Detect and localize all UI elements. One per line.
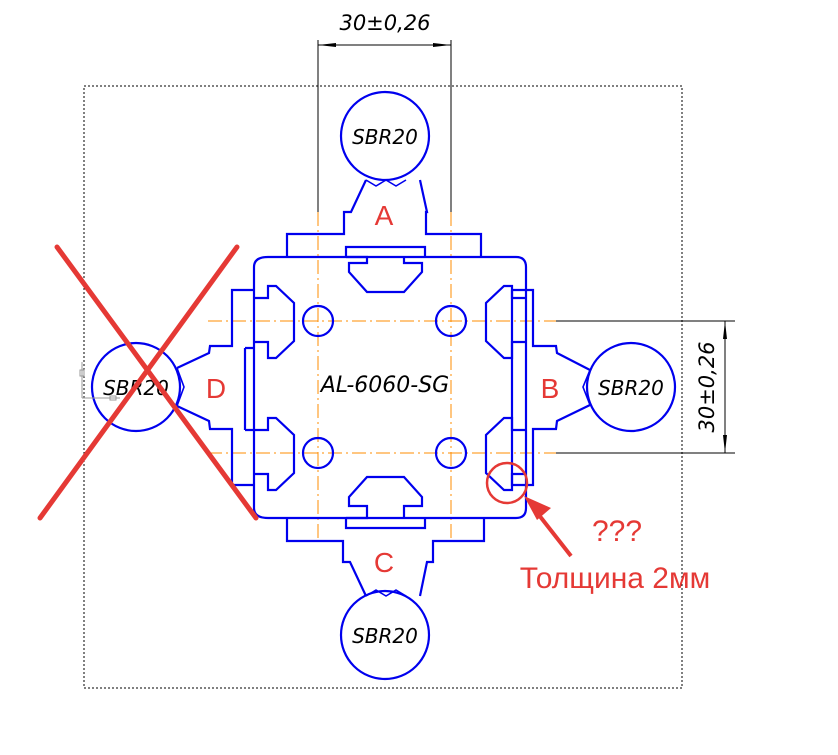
rail-label-bottom: SBR20 — [352, 624, 418, 648]
dimension-vertical-label: 30±0,26 — [695, 341, 719, 432]
dimension-horizontal — [317, 40, 452, 212]
side-label-bottom: C — [374, 547, 394, 578]
annotation-note: Толщина 2мм — [520, 562, 710, 595]
arrow-icon — [524, 496, 573, 558]
adapter-right — [510, 288, 677, 487]
profile-label: AL-6060-SG — [319, 373, 449, 398]
dimension-vertical — [556, 320, 735, 454]
side-label-top: A — [375, 200, 394, 231]
dimension-horizontal-label: 30±0,26 — [339, 11, 430, 35]
adapter-bottom — [285, 518, 486, 681]
adapter-left — [90, 288, 254, 487]
highlight-circle — [485, 461, 529, 505]
side-label-right: B — [541, 373, 560, 404]
side-label-left: D — [206, 373, 226, 404]
rail-label-top: SBR20 — [352, 125, 418, 149]
cross-out-mark — [37, 244, 259, 521]
coordinate-marker-icon — [79, 362, 120, 401]
rail-label-right: SBR20 — [598, 376, 664, 400]
adapter-top — [285, 90, 483, 257]
annotation-question: ??? — [592, 515, 642, 548]
center-axes — [208, 212, 556, 540]
